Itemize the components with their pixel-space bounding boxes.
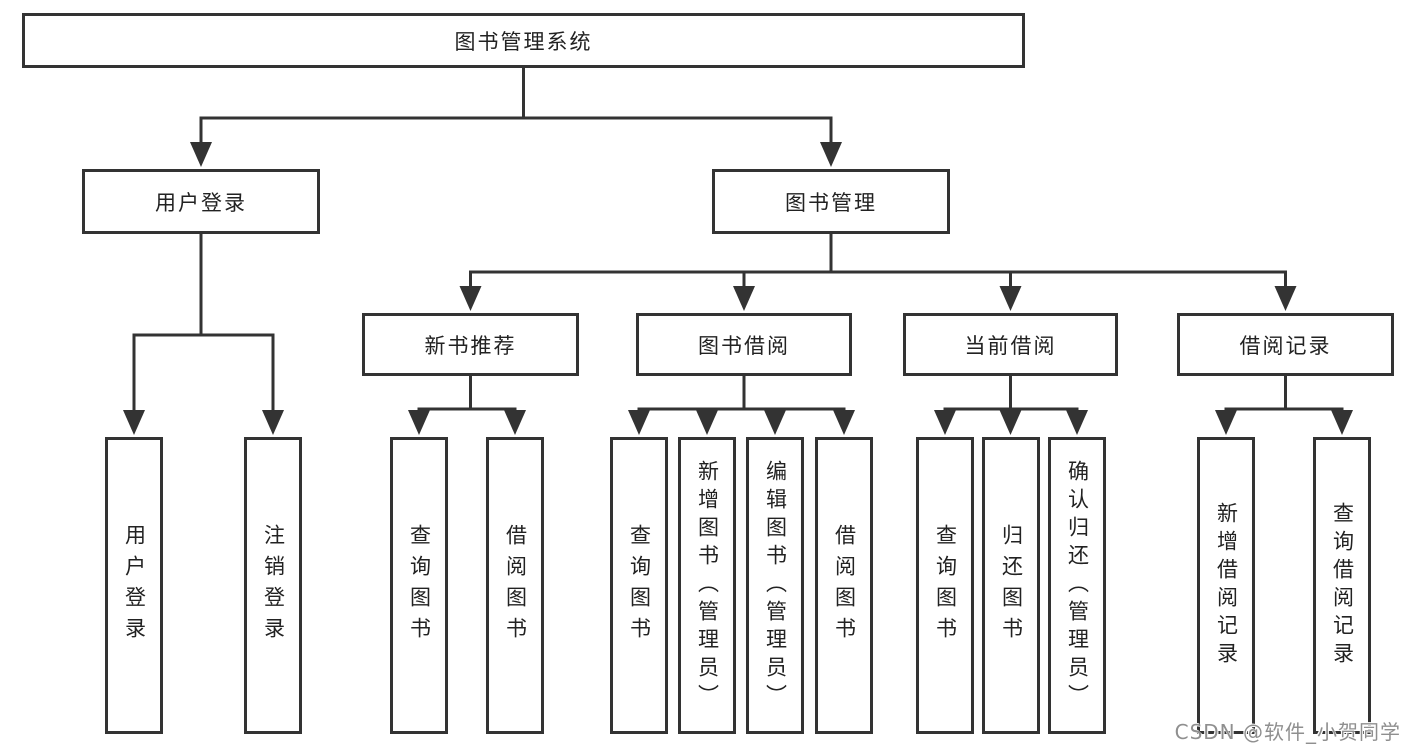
connector-paths: [132, 66, 1344, 414]
csdn-watermark: CSDN @软件_小贺同学: [1174, 720, 1401, 744]
node-query-books-recommend: 查询图书: [390, 437, 448, 734]
node-new-book-recommend: 新书推荐: [362, 313, 579, 376]
node-logout-action: 注销登录: [244, 437, 302, 734]
node-borrow-records: 借阅记录: [1177, 313, 1394, 376]
node-add-books-admin: 新增图书（管理员）: [678, 437, 736, 734]
arrowheads: [123, 142, 1353, 435]
node-query-books-borrow: 查询图书: [610, 437, 668, 734]
node-borrow-books: 借阅图书: [815, 437, 873, 734]
node-book-management: 图书管理: [712, 169, 950, 234]
node-root: 图书管理系统: [22, 13, 1025, 68]
node-user-login-action: 用户登录: [105, 437, 163, 734]
node-query-borrow-record: 查询借阅记录: [1313, 437, 1371, 734]
node-book-borrow: 图书借阅: [636, 313, 852, 376]
node-current-borrow: 当前借阅: [903, 313, 1118, 376]
node-add-borrow-record: 新增借阅记录: [1197, 437, 1255, 734]
node-edit-books-admin: 编辑图书（管理员）: [746, 437, 804, 734]
node-borrow-books-recommend: 借阅图书: [486, 437, 544, 734]
node-query-books-current: 查询图书: [916, 437, 974, 734]
node-confirm-return-admin: 确认归还（管理员）: [1048, 437, 1106, 734]
node-return-books: 归还图书: [982, 437, 1040, 734]
node-user-login: 用户登录: [82, 169, 320, 234]
